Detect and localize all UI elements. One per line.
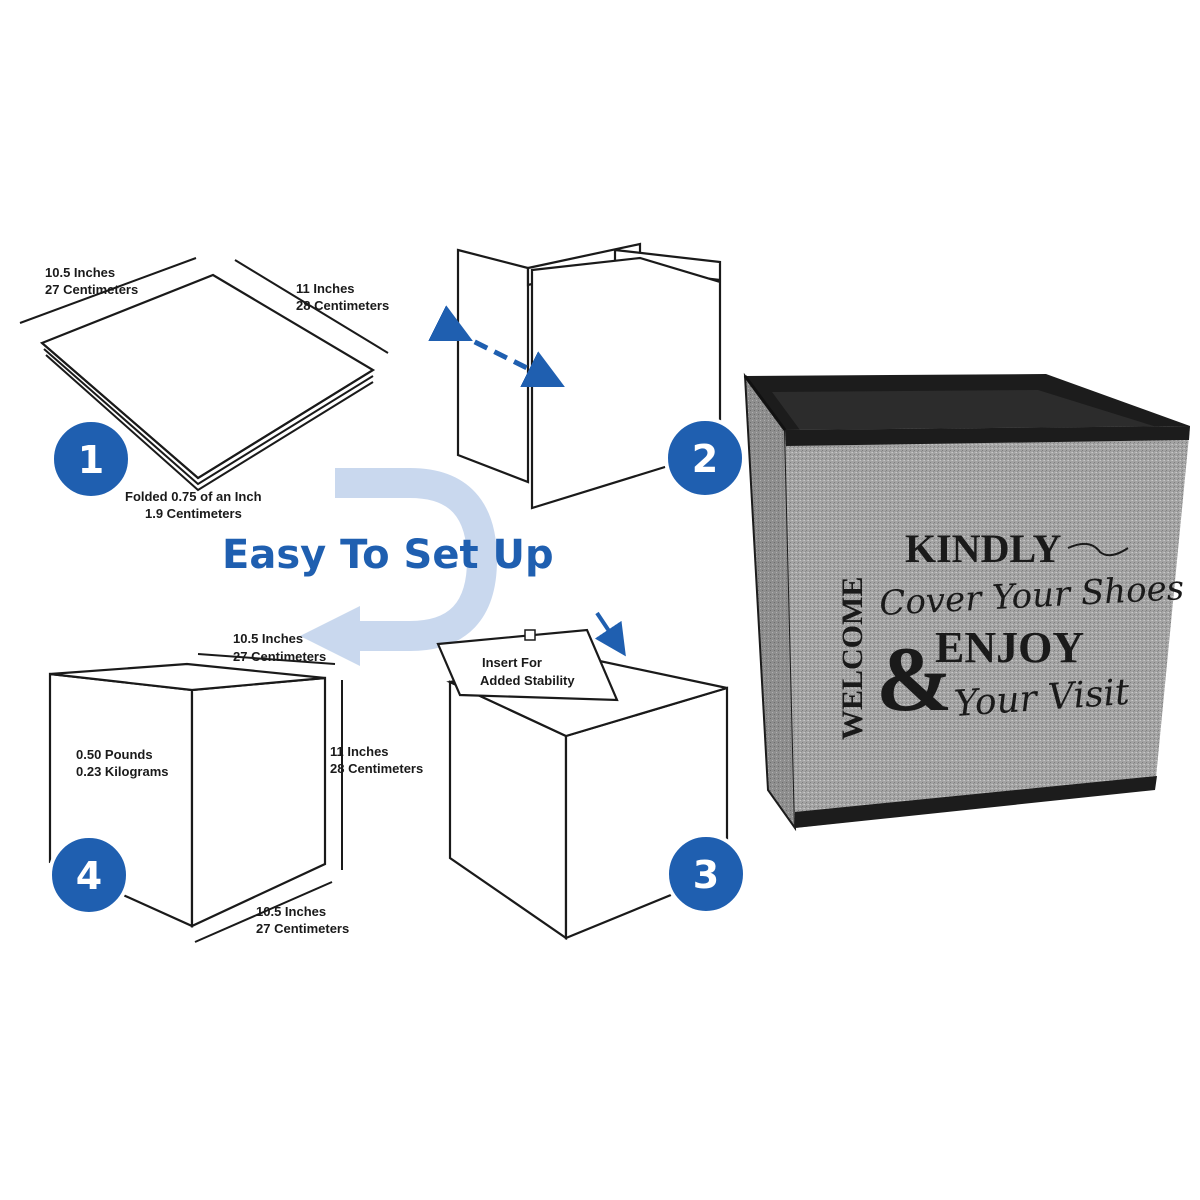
step1-folded-inches: Folded 0.75 of an Inch (125, 489, 262, 504)
step4-top-inches: 10.5 Inches (233, 631, 303, 646)
storage-bin-photo (743, 372, 1190, 832)
bin-kindly-text: KINDLY (905, 526, 1061, 571)
step2-unfolding-panels (428, 242, 722, 510)
svg-text:3: 3 (693, 853, 719, 897)
svg-text:2: 2 (692, 437, 718, 481)
step3-insert-line2: Added Stability (480, 673, 575, 688)
bin-enjoy-text: ENJOY (935, 623, 1084, 672)
svg-text:4: 4 (76, 854, 102, 898)
step1-width-inches: 10.5 Inches (45, 265, 115, 280)
flow-arrow (300, 468, 498, 666)
step1-width-cm: 27 Centimeters (45, 282, 138, 297)
step4-bottom-cm: 27 Centimeters (256, 921, 349, 936)
svg-text:1: 1 (78, 438, 104, 482)
step-badge-3: 3 (665, 833, 747, 915)
swash-ornament (1067, 542, 1129, 557)
step-badge-4: 4 (48, 834, 130, 916)
bin-ampersand: & (876, 628, 953, 730)
step1-depth-cm: 28 Centimeters (296, 298, 389, 313)
step4-weight-kg: 0.23 Kilograms (76, 764, 169, 779)
step-badge-1: 1 (50, 418, 132, 500)
step4-height-inches: 11 Inches (330, 744, 389, 759)
bin-welcome-text: WELCOME (836, 577, 869, 740)
step4-bottom-inches: 10.5 Inches (256, 904, 326, 919)
step1-folded-panel (19, 257, 389, 492)
step4-weight-lb: 0.50 Pounds (76, 747, 153, 762)
step1-folded-cm: 1.9 Centimeters (145, 506, 242, 521)
headline: Easy To Set Up (222, 532, 554, 578)
step4-height-cm: 28 Centimeters (330, 761, 423, 776)
step4-top-cm: 27 Centimeters (233, 649, 326, 664)
step1-depth-inches: 11 Inches (296, 281, 355, 296)
step-badge-2: 2 (664, 417, 746, 499)
step3-insert-line1: Insert For (482, 655, 542, 670)
